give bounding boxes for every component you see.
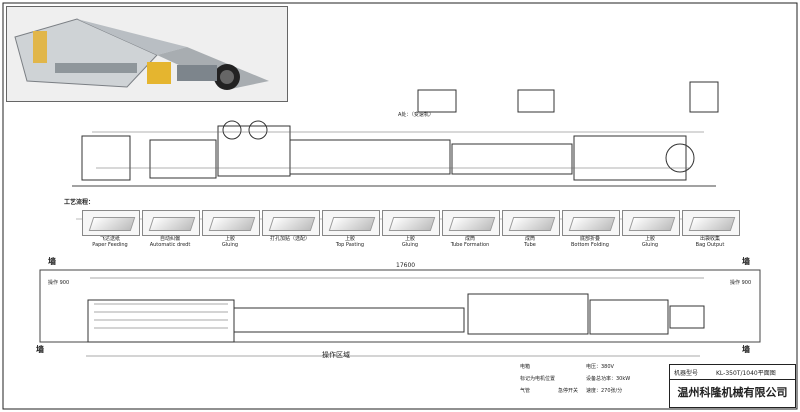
view-a-label: A处：（变速机）	[398, 112, 434, 118]
process-step-card	[442, 210, 500, 236]
company-name: 温州科隆机械有限公司	[677, 386, 788, 399]
process-step-card	[322, 210, 380, 236]
wall-label-bottom-right: 墙	[742, 345, 750, 354]
legend-item: 气管	[520, 388, 531, 394]
process-step-card	[82, 210, 140, 236]
legend-panel: 电箱 标记为电机位置 气管 急停开关 电压：380V 设备总功率：30kW 速度…	[520, 364, 666, 406]
process-step-card	[142, 210, 200, 236]
process-title: 工艺流程：	[64, 199, 95, 206]
dimension-right: 操作 900	[730, 280, 752, 286]
process-step-label: 打孔加贴（选配）	[269, 236, 310, 242]
process-step-card	[202, 210, 260, 236]
legend-item: 电箱	[520, 364, 531, 370]
legend-item: 设备总功率：30kW	[586, 376, 631, 382]
title-block: 机器型号 KL-350T/1040平面图 温州科隆机械有限公司	[669, 364, 796, 408]
legend-item: 电压：380V	[586, 364, 614, 370]
legend-item: 标记为电机位置	[520, 376, 556, 382]
process-step-card	[262, 210, 320, 236]
dimension-left: 操作 900	[48, 280, 70, 286]
wall-label-bottom-left: 墙	[36, 345, 44, 354]
wall-label-top-right: 墙	[742, 257, 750, 266]
machine-photo-drawing	[7, 7, 287, 101]
dimension-17600: 17600	[396, 262, 416, 269]
operation-area-label: 操作区域	[322, 351, 350, 359]
process-step-card	[622, 210, 680, 236]
process-step-card	[682, 210, 740, 236]
machine-photo	[6, 6, 288, 102]
wall-label-top-left: 墙	[48, 257, 56, 266]
title-row: 机器型号 KL-350T/1040平面图	[670, 365, 795, 380]
model-label: 机器型号	[674, 370, 699, 377]
process-step-card	[382, 210, 440, 236]
process-step-card	[502, 210, 560, 236]
process-step-card	[562, 210, 620, 236]
legend-item: 速度：270张/分	[586, 388, 623, 394]
model-value: KL-350T/1040平面图	[716, 370, 776, 377]
legend-item: 急停开关	[558, 388, 579, 394]
